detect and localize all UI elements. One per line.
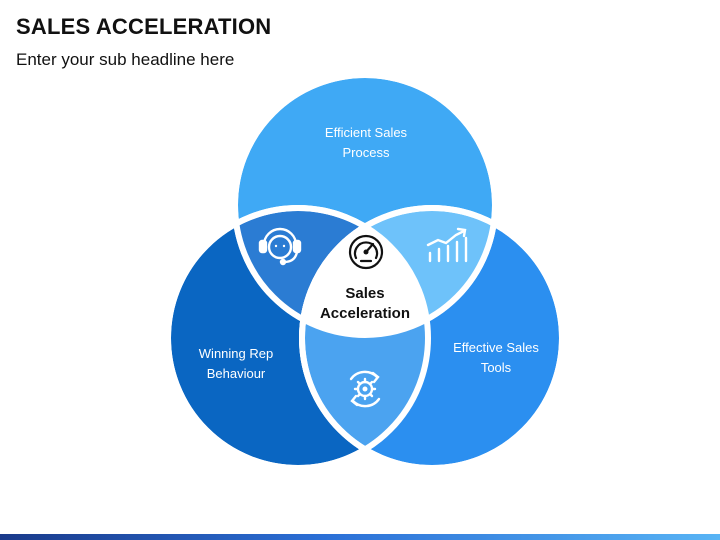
center-overlap: [299, 208, 428, 335]
label-right-line2: Tools: [481, 360, 512, 375]
label-right-line1: Effective Sales: [453, 340, 539, 355]
growth-chart-icon: [426, 227, 468, 263]
label-left-line2: Behaviour: [207, 366, 266, 381]
page-title: SALES ACCELERATION: [16, 14, 272, 39]
label-top-line2: Process: [343, 145, 390, 160]
footer-gradient-bar: [0, 534, 720, 540]
page-subtitle: Enter your sub headline here: [16, 50, 235, 69]
headset-icon: [258, 227, 302, 266]
gear-cycle-icon: [349, 370, 381, 408]
speedometer-icon: [348, 234, 384, 270]
label-center-line2: Acceleration: [320, 305, 410, 322]
label-top-line1: Efficient Sales: [325, 125, 408, 140]
label-center-line1: Sales: [345, 285, 384, 302]
label-left-line1: Winning Rep: [199, 346, 273, 361]
